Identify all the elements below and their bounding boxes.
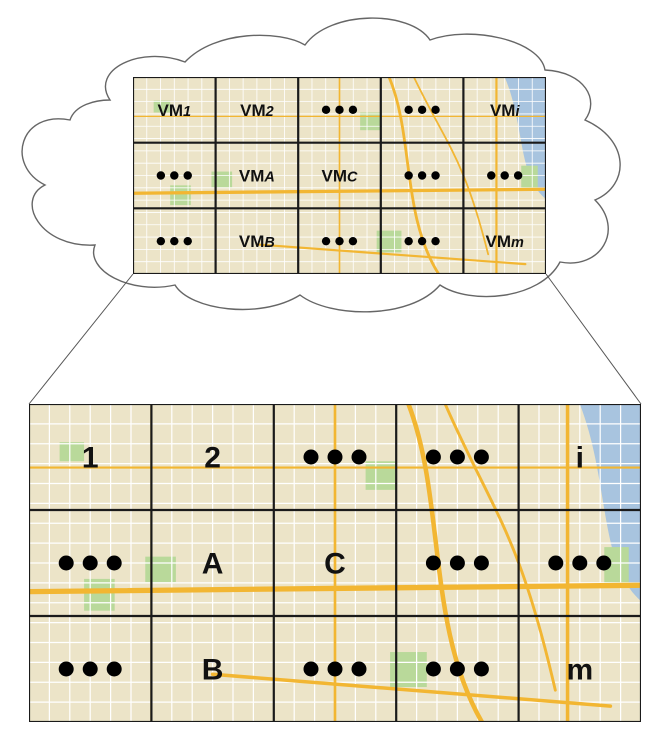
ellipsis-dots-icon xyxy=(157,237,192,245)
cell-label: 2 xyxy=(204,442,221,475)
ellipsis-dots-icon xyxy=(304,662,367,677)
cell-label: VM1 xyxy=(158,101,192,120)
zoom-line-left xyxy=(29,274,133,404)
ellipsis-dots-icon xyxy=(59,556,122,571)
park-area xyxy=(366,461,397,490)
park-area xyxy=(521,166,538,190)
cell-label: 1 xyxy=(82,442,99,475)
cell-label: C xyxy=(324,548,346,581)
ellipsis-dots-icon xyxy=(487,171,522,179)
cell-label: i xyxy=(576,442,584,475)
cell-label: B xyxy=(202,654,224,687)
ellipsis-dots-icon xyxy=(426,450,489,465)
ellipsis-dots-icon xyxy=(322,106,357,114)
ellipsis-dots-icon xyxy=(157,171,192,179)
cell-label: VMB xyxy=(239,232,275,251)
ellipsis-dots-icon xyxy=(322,237,357,245)
ellipsis-dots-icon xyxy=(59,662,122,677)
cell-label: VMi xyxy=(490,101,521,120)
cell-label: VMA xyxy=(239,166,275,185)
cell-label: VMm xyxy=(486,232,525,251)
cell-label: VM2 xyxy=(240,101,274,120)
ellipsis-dots-icon xyxy=(304,450,367,465)
ellipsis-dots-icon xyxy=(404,171,439,179)
ellipsis-dots-icon xyxy=(426,662,489,677)
ellipsis-dots-icon xyxy=(404,237,439,245)
cell-label: m xyxy=(566,654,593,687)
zoom-line-right xyxy=(546,274,641,404)
ellipsis-dots-icon xyxy=(426,556,489,571)
ellipsis-dots-icon xyxy=(404,106,439,114)
park-area xyxy=(60,442,84,461)
park-area xyxy=(360,112,381,130)
cell-label: VMC xyxy=(322,166,359,185)
cell-label: A xyxy=(202,548,224,581)
ellipsis-dots-icon xyxy=(548,556,611,571)
